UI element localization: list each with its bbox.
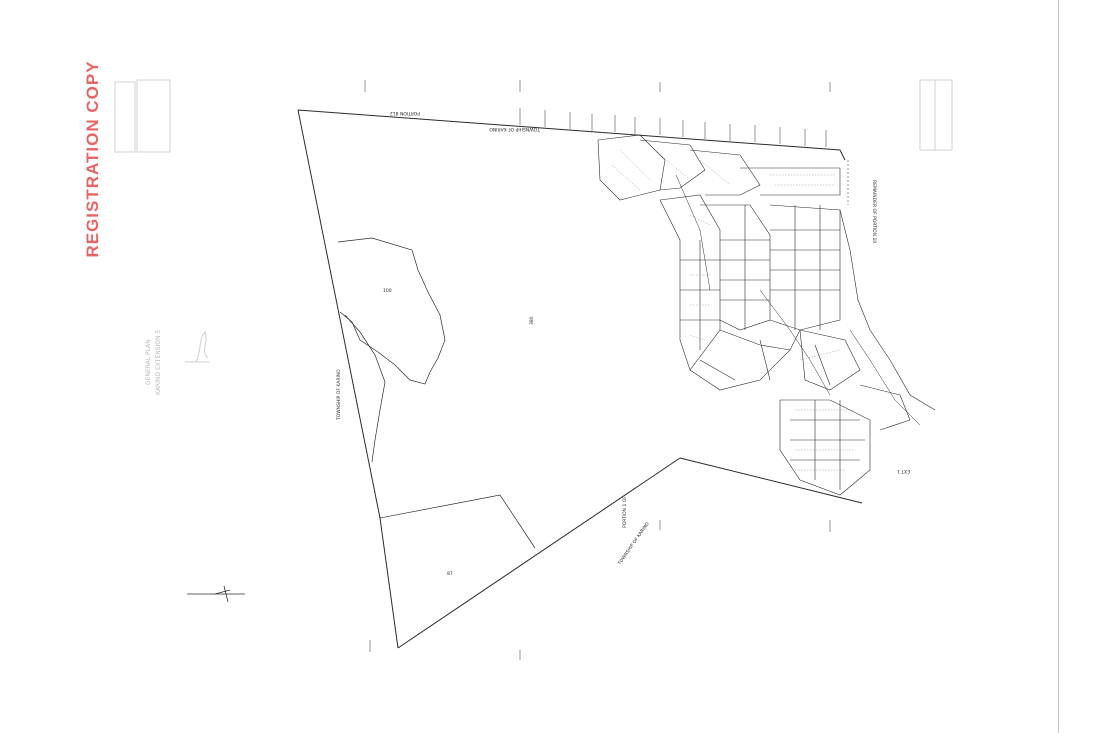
title-line-2: KARINO EXTENSION 5	[155, 330, 162, 395]
page-edge-right	[1058, 0, 1059, 733]
title-line-1: GENERAL PLAN	[145, 339, 152, 385]
east-remainder-label: REMAINDER OF PORTION 10	[871, 180, 877, 243]
north-township-label: TOWNSHIP OF KARINO	[489, 126, 541, 132]
east-ext-label: EXT 1	[897, 468, 910, 474]
faint-signature	[185, 331, 210, 363]
registration-stamp: REGISTRATION COPY	[83, 60, 102, 258]
west-township-label: TOWNSHIP OF KARINO	[336, 369, 342, 421]
boundary-text: PORTION 812 TOWNSHIP OF KARINO TOWNSHIP …	[336, 110, 910, 577]
parcel-label-a: 100	[383, 288, 392, 294]
parcel-label-c: 380	[529, 316, 535, 325]
south-township-label: TOWNSHIP OF KARINO	[616, 521, 651, 567]
north-arrow-icon	[187, 585, 245, 603]
parcel-label-b: 87	[447, 571, 453, 577]
title-block: GENERAL PLAN KARINO EXTENSION 5	[145, 330, 162, 395]
subdivision-blocks	[597, 134, 936, 496]
road-lines	[675, 174, 921, 426]
south-portion-label: PORTION 1 OF	[622, 496, 628, 528]
faint-stamp-box	[114, 79, 953, 153]
north-portion-label: PORTION 812	[390, 110, 420, 116]
main-boundary	[297, 109, 863, 649]
subdivision-hatch	[611, 149, 855, 471]
north-portion-ticks	[519, 108, 827, 147]
margin-ticks	[364, 80, 831, 660]
parcel-lines	[337, 237, 536, 549]
